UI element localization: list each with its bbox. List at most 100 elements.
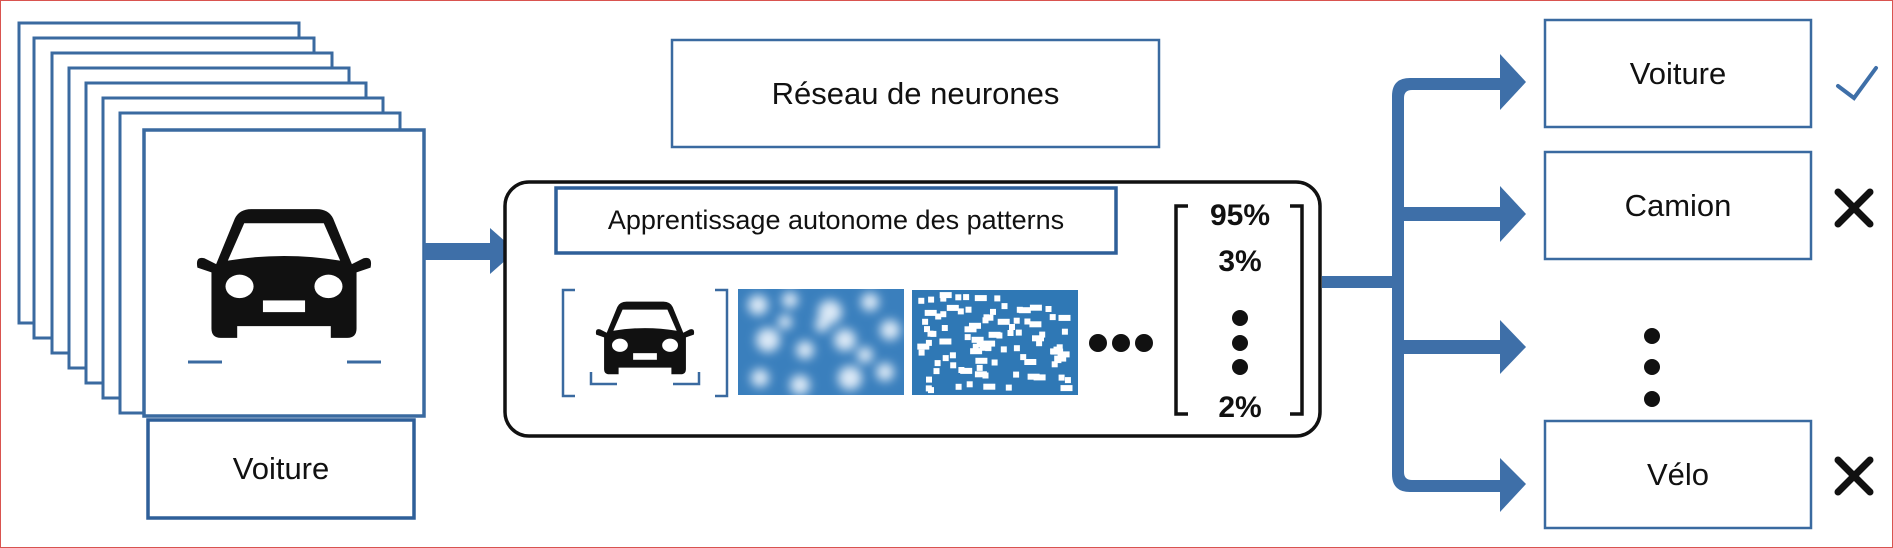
pattern-pixel bbox=[1015, 329, 1022, 336]
pattern-pixel bbox=[1056, 344, 1063, 351]
pattern-pixel bbox=[1013, 371, 1020, 378]
pattern-pixel bbox=[950, 362, 957, 369]
pattern-pixel bbox=[1060, 385, 1073, 392]
pattern-pixel bbox=[1013, 345, 1020, 352]
output-box bbox=[1543, 18, 1813, 129]
arrow-shaft bbox=[424, 243, 496, 260]
feature-car bbox=[561, 288, 729, 398]
pattern-pixel bbox=[974, 371, 987, 378]
pattern-pixel bbox=[924, 326, 930, 333]
probability-second: 3% bbox=[1218, 245, 1262, 278]
pattern-pixel bbox=[997, 318, 1010, 325]
network-title: Réseau de neurones bbox=[771, 75, 1060, 111]
pattern-pixel bbox=[1024, 359, 1037, 365]
pattern-pixel bbox=[987, 314, 994, 321]
pattern-pixel bbox=[925, 339, 932, 346]
input-label-box bbox=[146, 418, 416, 520]
pattern-pixel bbox=[1005, 384, 1012, 391]
pattern-pixel bbox=[1013, 317, 1020, 324]
pattern-pixel bbox=[976, 364, 983, 371]
output-box bbox=[1543, 419, 1813, 530]
probability-last: 2% bbox=[1218, 391, 1262, 424]
output-ellipsis-icon bbox=[1644, 328, 1660, 407]
pattern-pixel bbox=[942, 355, 949, 362]
pattern-pixel bbox=[971, 336, 984, 343]
pattern-pixel bbox=[994, 295, 1001, 302]
pattern-pixel bbox=[939, 292, 952, 299]
pattern-pixel bbox=[918, 297, 925, 304]
pattern-pixel bbox=[988, 331, 1001, 338]
pattern-pixel bbox=[976, 341, 989, 347]
vector-ellipsis-icon bbox=[1232, 310, 1248, 375]
pattern-pixel bbox=[1045, 306, 1052, 312]
pattern-pixel bbox=[966, 381, 973, 388]
pattern-pixel bbox=[975, 357, 988, 364]
pattern-pixel bbox=[1000, 346, 1007, 353]
pixel-pattern-icon bbox=[912, 290, 1078, 395]
pattern-pixel bbox=[935, 313, 942, 320]
input-image-stack bbox=[17, 21, 426, 418]
pattern-pixel bbox=[1049, 314, 1056, 321]
pattern-pixel bbox=[983, 340, 996, 347]
output-label-camion: Camion bbox=[1624, 187, 1732, 223]
pattern-pixel bbox=[969, 322, 981, 329]
pattern-pixel bbox=[924, 309, 937, 316]
output-label-velo: Vélo bbox=[1646, 456, 1710, 492]
pattern-pixel bbox=[1061, 328, 1068, 335]
pattern-pixel bbox=[939, 338, 952, 345]
pattern-pixel bbox=[933, 368, 940, 375]
pattern-pixel bbox=[955, 383, 962, 390]
pattern-pixel bbox=[982, 317, 989, 324]
pattern-pixel bbox=[917, 343, 930, 350]
pattern-pixel bbox=[960, 367, 973, 374]
cross-icon bbox=[1834, 456, 1874, 496]
pattern-pixel bbox=[941, 325, 948, 331]
pattern-pixel bbox=[974, 295, 987, 302]
arrow-head-icon bbox=[1500, 320, 1526, 374]
pattern-pixel bbox=[940, 295, 947, 302]
pattern-pixel bbox=[1039, 331, 1046, 338]
pattern-pixel bbox=[1001, 303, 1008, 310]
pattern-pixel bbox=[957, 308, 964, 315]
pattern-pixel bbox=[1050, 348, 1057, 355]
pattern-pixel bbox=[963, 294, 970, 301]
pattern-pixel bbox=[1055, 357, 1062, 364]
cross-icon bbox=[1834, 188, 1874, 228]
pattern-pixel bbox=[1029, 321, 1042, 328]
ellipsis-icon bbox=[1089, 334, 1153, 352]
pattern-pixel bbox=[1029, 304, 1042, 311]
pattern-pixel bbox=[964, 326, 977, 333]
pattern-pixel bbox=[1016, 306, 1023, 313]
network-title-box bbox=[670, 38, 1161, 149]
arrow-head-icon bbox=[490, 228, 516, 274]
pattern-pixel bbox=[928, 296, 935, 303]
probability-first: 95% bbox=[1209, 199, 1271, 232]
vector-bracket-right bbox=[1290, 204, 1304, 416]
pattern-pixel bbox=[1032, 335, 1044, 342]
vector-bracket-left bbox=[1174, 204, 1188, 416]
pattern-pixel bbox=[946, 304, 959, 311]
pattern-pixel bbox=[1027, 373, 1040, 380]
pattern-pixel bbox=[970, 348, 983, 355]
pattern-pixel bbox=[965, 306, 972, 313]
pattern-pixel bbox=[934, 360, 941, 367]
pattern-pixel bbox=[1058, 314, 1071, 321]
pattern-pixel bbox=[1020, 354, 1027, 361]
pattern-pixel bbox=[922, 318, 929, 325]
pattern-pixel bbox=[1053, 346, 1060, 353]
pattern-pixel bbox=[918, 349, 925, 356]
pattern-pixel bbox=[1007, 330, 1014, 336]
pattern-pixel bbox=[972, 343, 979, 350]
arrow-head-icon bbox=[1500, 54, 1526, 110]
texture-pattern-icon bbox=[738, 289, 904, 395]
pattern-pixel bbox=[1064, 377, 1071, 384]
output-box bbox=[1543, 150, 1813, 261]
pattern-pixel bbox=[1024, 318, 1031, 325]
pattern-pixel bbox=[964, 334, 971, 341]
check-icon bbox=[1836, 66, 1878, 101]
pattern-pixel bbox=[949, 352, 956, 359]
input-label: Voiture bbox=[232, 451, 330, 486]
learning-label: Apprentissage autonome des patterns bbox=[607, 205, 1065, 235]
pattern-pixel bbox=[985, 345, 992, 352]
